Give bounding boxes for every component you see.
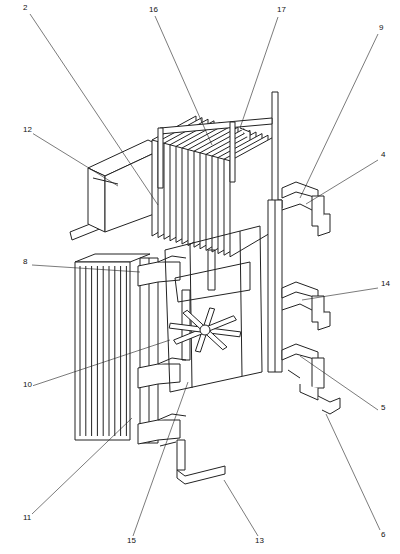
frame [240, 231, 242, 376]
outlet-pipe [177, 466, 225, 484]
callout-number: 11 [22, 514, 32, 522]
support-post [268, 200, 282, 372]
top-pipe [272, 92, 278, 202]
top-pipe [240, 128, 250, 140]
radiator [109, 266, 110, 436]
frame [175, 262, 250, 302]
pipe-bracket [300, 384, 318, 400]
leader-line [302, 288, 378, 300]
leader-line [30, 14, 158, 205]
callout-number: 14 [380, 280, 391, 288]
radiator [103, 266, 104, 436]
callout-number: 10 [22, 381, 33, 389]
column [158, 414, 186, 420]
leader-line [224, 480, 258, 536]
leader-line [32, 340, 170, 386]
apparatus-drawing [30, 14, 380, 536]
radiator [80, 266, 81, 436]
leader-line [240, 17, 278, 128]
pipe-bracket [318, 396, 340, 414]
leader-line [300, 34, 378, 198]
column [138, 256, 186, 444]
frame [165, 226, 262, 392]
leader-line [326, 414, 380, 530]
leader-line [300, 356, 378, 410]
radiator [114, 266, 115, 436]
pipe-bracket [282, 204, 312, 210]
callout-number: 2 [22, 4, 28, 12]
leader-line [30, 14, 380, 536]
outlet-pipe [160, 442, 176, 446]
column [149, 258, 150, 443]
leader-line [32, 265, 140, 272]
frame [165, 226, 262, 392]
impeller [200, 325, 210, 335]
pipe-bracket [282, 182, 340, 414]
pipe-bracket [312, 358, 324, 388]
support-post [268, 200, 282, 372]
column [138, 364, 180, 388]
pipe-bracket [318, 214, 330, 236]
callout-number: 5 [380, 404, 386, 412]
column [138, 262, 180, 286]
pipe-bracket [318, 312, 330, 330]
frame [165, 250, 170, 392]
callout-number: 17 [276, 6, 287, 14]
outlet-pipe [160, 440, 225, 484]
radiator [91, 266, 92, 436]
callout-number: 6 [380, 531, 386, 539]
radiator [97, 266, 98, 436]
callout-number: 9 [378, 24, 384, 32]
frame [208, 250, 215, 290]
callout-number: 16 [148, 6, 159, 14]
callout-number: 8 [22, 258, 28, 266]
outlet-pipe [177, 440, 185, 470]
column [158, 256, 186, 262]
leader-line [155, 16, 212, 145]
top-pipe [158, 128, 163, 188]
radiator [75, 262, 130, 440]
radiator [85, 266, 86, 436]
fin-stack [152, 116, 274, 257]
radiator [120, 266, 121, 436]
support-post [275, 200, 276, 372]
fin-stack [152, 140, 230, 161]
top-pipe [160, 118, 272, 134]
top-pipe [230, 122, 235, 182]
top-pipe [158, 92, 278, 202]
impeller [169, 308, 241, 352]
column [140, 258, 158, 443]
column [138, 420, 180, 444]
callout-number: 13 [254, 537, 265, 545]
pipe-bracket [288, 370, 300, 378]
radiator [126, 266, 127, 436]
radiator [75, 254, 150, 262]
upper-tank [93, 178, 118, 184]
upper-tank [88, 168, 105, 232]
leader-line [32, 133, 118, 186]
leader-line [306, 160, 378, 204]
callout-number: 4 [380, 151, 386, 159]
leader-line [32, 418, 132, 514]
fin-stack [230, 137, 274, 257]
callout-number: 12 [22, 126, 33, 134]
callout-number: 15 [126, 537, 137, 545]
leader-line [133, 382, 188, 536]
pipe-bracket [282, 304, 312, 310]
